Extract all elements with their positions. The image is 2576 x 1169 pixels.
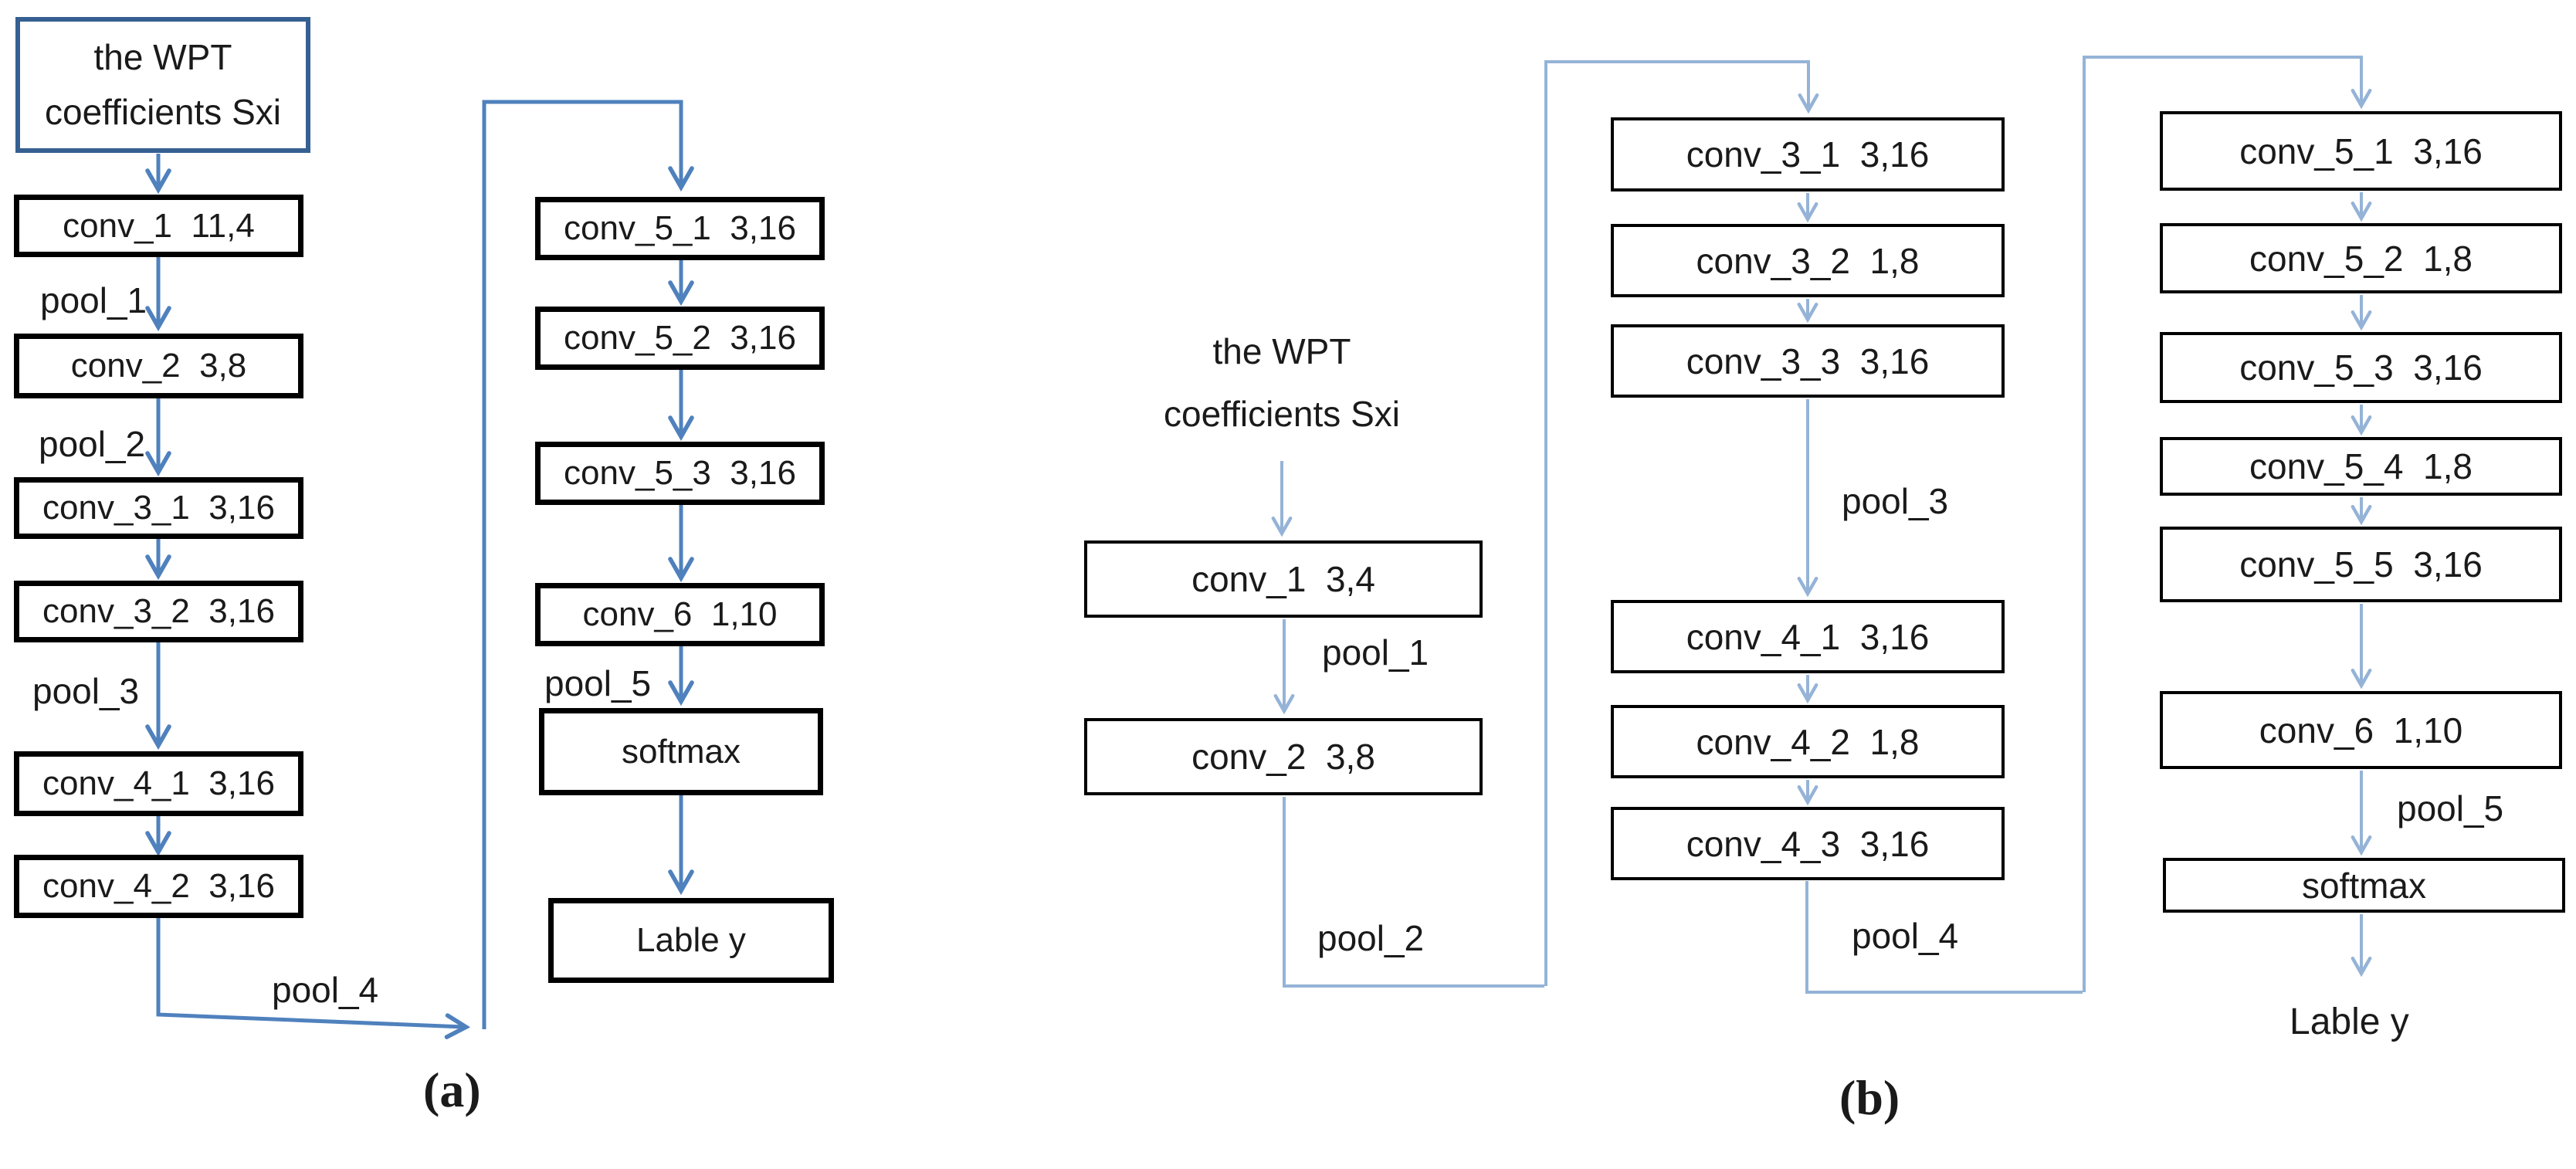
node-b-conv-3-3-label: conv_3_3 3,16: [1686, 341, 1930, 381]
pool-label-a-4: pool_4: [272, 970, 379, 1010]
node-a-conv-6-label: conv_6 1,10: [582, 595, 778, 633]
node-a-conv-4-2: conv_4_2 3,16: [14, 855, 303, 918]
node-b-conv-5-4: conv_5_4 1,8: [2160, 437, 2562, 496]
pool-label-a-5: pool_5: [544, 663, 652, 703]
input-box-a-line2: coefficients Sxi: [45, 92, 281, 132]
node-b-conv-5-2: conv_5_2 1,8: [2160, 223, 2562, 293]
node-b-conv-3-1: conv_3_1 3,16: [1611, 117, 2005, 191]
node-a-label-y-label: Lable y: [636, 921, 746, 959]
node-a-conv-4-1: conv_4_1 3,16: [14, 751, 303, 816]
node-a-conv-5-3-label: conv_5_3 3,16: [564, 454, 796, 492]
node-a-conv-5-1: conv_5_1 3,16: [535, 197, 825, 260]
node-a-conv-2-label: conv_2 3,8: [70, 347, 247, 385]
node-a-conv-3-1: conv_3_1 3,16: [14, 477, 303, 539]
pool-label-a-2: pool_2: [39, 424, 146, 464]
pool-label-b-4: pool_4: [1852, 916, 1959, 956]
node-b-conv-1: conv_1 3,4: [1084, 540, 1483, 618]
node-b-conv-6-label: conv_6 1,10: [2259, 710, 2463, 751]
node-b-softmax-label: softmax: [2301, 865, 2427, 906]
pool-label-b-1: pool_1: [1322, 632, 1429, 673]
node-b-conv-5-1: conv_5_1 3,16: [2160, 111, 2562, 191]
node-a-label-y: Lable y: [548, 898, 834, 983]
connectors-panel-a: [158, 100, 681, 1029]
node-b-conv-4-3-label: conv_4_3 3,16: [1686, 823, 1930, 864]
node-b-conv-4-2: conv_4_2 1,8: [1611, 705, 2005, 778]
node-b-conv-5-5: conv_5_5 3,16: [2160, 527, 2562, 602]
node-a-conv-4-2-label: conv_4_2 3,16: [42, 867, 275, 905]
node-b-conv-5-3-label: conv_5_3 3,16: [2239, 347, 2483, 388]
node-b-conv-1-label: conv_1 3,4: [1191, 559, 1375, 599]
node-b-conv-3-3: conv_3_3 3,16: [1611, 324, 2005, 398]
input-box-a: the WPT coefficients Sxi: [15, 17, 310, 153]
input-box-a-text: the WPT coefficients Sxi: [45, 30, 281, 141]
node-b-conv-3-1-label: conv_3_1 3,16: [1686, 134, 1930, 175]
node-a-conv-4-1-label: conv_4_1 3,16: [42, 764, 275, 802]
node-a-conv-3-1-label: conv_3_1 3,16: [42, 489, 275, 527]
node-a-conv-1: conv_1 11,4: [14, 195, 303, 257]
node-b-conv-5-1-label: conv_5_1 3,16: [2239, 130, 2483, 171]
input-text-b: the WPT coefficients Sxi: [1112, 320, 1452, 445]
node-b-conv-3-2-label: conv_3_2 1,8: [1696, 240, 1920, 281]
node-b-conv-2-label: conv_2 3,8: [1191, 737, 1375, 777]
node-a-conv-1-label: conv_1 11,4: [63, 206, 255, 245]
node-b-conv-3-2: conv_3_2 1,8: [1611, 224, 2005, 297]
pool-label-a-3: pool_3: [32, 671, 140, 711]
pool-label-b-2: pool_2: [1317, 918, 1425, 958]
node-b-conv-4-3: conv_4_3 3,16: [1611, 807, 2005, 880]
node-a-conv-2: conv_2 3,8: [14, 334, 303, 398]
node-b-conv-6: conv_6 1,10: [2160, 691, 2562, 769]
pool-label-b-3: pool_3: [1842, 481, 1949, 521]
text-b-label-y: Lable y: [2290, 1001, 2409, 1042]
node-b-conv-5-4-label: conv_5_4 1,8: [2249, 446, 2473, 486]
connectors-panel-b: [1282, 56, 2361, 994]
node-b-conv-5-3: conv_5_3 3,16: [2160, 332, 2562, 403]
input-box-a-line1: the WPT: [93, 36, 232, 77]
node-a-softmax: softmax: [539, 708, 823, 795]
node-a-conv-3-2-label: conv_3_2 3,16: [42, 592, 275, 630]
node-b-conv-5-2-label: conv_5_2 1,8: [2249, 238, 2473, 279]
input-text-b-line1: the WPT: [1212, 331, 1351, 371]
node-b-conv-4-2-label: conv_4_2 1,8: [1696, 721, 1920, 762]
caption-b: (b): [1839, 1070, 1900, 1125]
node-a-conv-5-2: conv_5_2 3,16: [535, 307, 825, 370]
node-b-conv-4-1: conv_4_1 3,16: [1611, 600, 2005, 673]
node-a-conv-6: conv_6 1,10: [535, 583, 825, 646]
node-a-conv-5-1-label: conv_5_1 3,16: [564, 209, 796, 247]
node-b-softmax: softmax: [2163, 858, 2565, 913]
caption-a: (a): [423, 1062, 481, 1117]
node-b-conv-4-1-label: conv_4_1 3,16: [1686, 616, 1930, 657]
node-a-conv-3-2: conv_3_2 3,16: [14, 581, 303, 642]
pool-label-b-5: pool_5: [2397, 788, 2504, 828]
input-text-b-line2: coefficients Sxi: [1164, 393, 1400, 434]
pool-label-a-1: pool_1: [40, 280, 147, 320]
node-b-conv-2: conv_2 3,8: [1084, 718, 1483, 795]
node-a-conv-5-3: conv_5_3 3,16: [535, 442, 825, 505]
node-b-conv-5-5-label: conv_5_5 3,16: [2239, 544, 2483, 584]
node-a-softmax-label: softmax: [621, 732, 741, 771]
node-a-conv-5-2-label: conv_5_2 3,16: [564, 319, 796, 357]
